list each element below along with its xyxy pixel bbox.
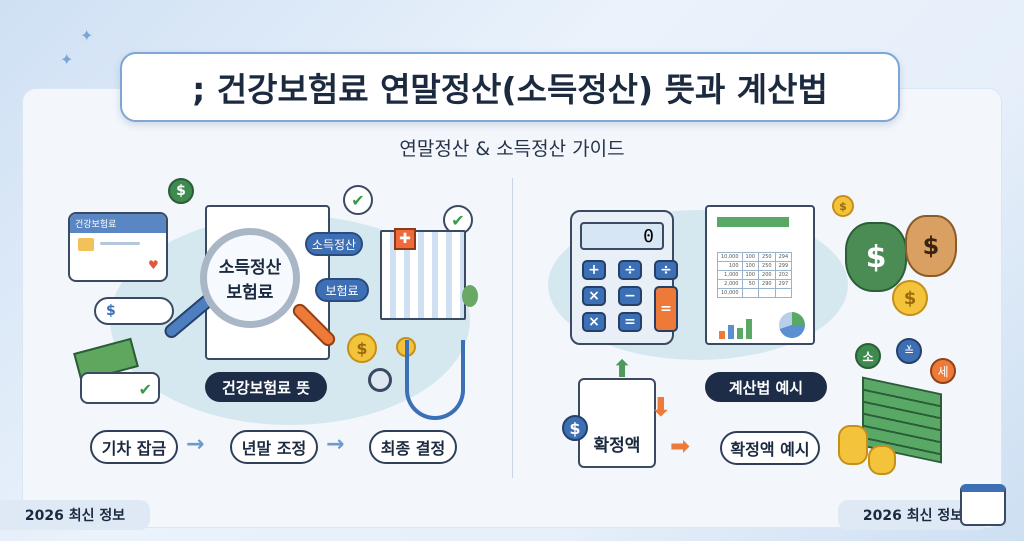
stethoscope-icon — [405, 340, 465, 420]
table-cell — [741, 288, 760, 298]
receipt-check-icon: ✔ — [80, 372, 160, 404]
heart-icon: ♥ — [148, 258, 159, 272]
arrow-down-icon: ⬇ — [650, 393, 672, 423]
confirmed-amount-example: 확정액 예시 — [720, 431, 820, 465]
table-cell: 50 — [741, 279, 760, 289]
tax-bubble: 소 — [855, 343, 881, 369]
calc-key: + — [582, 260, 606, 280]
calc-key-equals: = — [654, 286, 678, 332]
table-row: 10,000 — [717, 288, 793, 298]
info-badge: 2026 최신 정보 — [0, 500, 150, 530]
magnifier-text: 소득정산 — [218, 258, 282, 278]
coin-stack-icon — [868, 445, 896, 475]
sparkle-icon: ✦ — [80, 26, 94, 45]
calculator-display: 0 — [580, 222, 664, 250]
table-cell: 1,000 — [717, 270, 743, 280]
sheet-header — [717, 217, 789, 227]
table-cell: 100 — [717, 261, 743, 271]
scroll-document: 확정액 — [578, 378, 656, 468]
table-cell: 200 — [758, 270, 776, 280]
table-cell: 10,000 — [717, 252, 743, 262]
meaning-label: 건강보험료 뜻 — [205, 372, 327, 402]
payment-bubble: $ — [94, 297, 174, 325]
calc-key: = — [618, 312, 642, 332]
magnifier-text: 보험료 — [226, 283, 274, 303]
calculator-icon: 0 + ÷ ÷ × − = × = — [570, 210, 678, 345]
calculation-label: 계산법 예시 — [705, 372, 827, 402]
table-cell: 100 — [741, 261, 760, 271]
table-cell: 297 — [774, 279, 793, 289]
hospital-icon — [380, 230, 466, 320]
table-cell: 10,000 — [717, 288, 743, 298]
magnifier-icon: 소득정산 보험료 — [200, 228, 300, 328]
table-cell — [758, 288, 776, 298]
dollar-coin-icon: $ — [168, 178, 194, 204]
calc-key: − — [618, 286, 642, 306]
speech-bubble: 보험료 — [315, 278, 369, 302]
money-bag-icon: $ — [905, 215, 957, 277]
table-cell: 294 — [774, 252, 793, 262]
tax-bubble: ≚ — [896, 338, 922, 364]
coin-icon: $ — [347, 333, 377, 363]
insurance-card: 건강보험료 ♥ — [68, 212, 168, 282]
table-cell: 250 — [758, 252, 776, 262]
step-2: 년말 조정 — [230, 430, 318, 464]
medical-cross-icon: ✚ — [394, 228, 416, 250]
step-1: 기차 잡금 — [90, 430, 178, 464]
table-cell — [774, 288, 793, 298]
arrow-right-icon: → — [326, 432, 345, 457]
bar-chart-icon — [719, 317, 752, 339]
check-icon: ✔ — [343, 185, 373, 215]
dollar-coin-icon: $ — [562, 415, 588, 441]
calc-key: × — [582, 286, 606, 306]
coin-icon: $ — [832, 195, 854, 217]
tax-bubble: 세 — [930, 358, 956, 384]
page-subtitle: 연말정산 & 소득정산 가이드 — [399, 138, 625, 160]
calc-key: ÷ — [618, 260, 642, 280]
table-cell: 290 — [758, 279, 776, 289]
arrow-right-icon: → — [186, 432, 205, 457]
divider — [512, 178, 513, 478]
calc-key: ÷ — [654, 260, 678, 280]
calendar-icon — [960, 484, 1006, 526]
coin-stack-icon — [838, 425, 868, 465]
arrow-right-icon: ➡ — [670, 432, 691, 460]
coin-icon: $ — [892, 280, 928, 316]
card-label: 건강보험료 — [70, 214, 166, 233]
table-cell: 2,000 — [717, 279, 743, 289]
page-title: ; 건강보험료 연말정산(소득정산) 뜻과 계산법 — [120, 52, 900, 122]
table-cell: 250 — [758, 261, 776, 271]
sparkle-icon: ✦ — [60, 50, 74, 69]
dollar-icon: $ — [106, 303, 116, 319]
table-cell: 299 — [774, 261, 793, 271]
table-cell: 100 — [741, 252, 760, 262]
money-bag-icon: $ — [845, 222, 907, 292]
tree-icon — [462, 285, 478, 307]
step-3: 최종 결정 — [369, 430, 457, 464]
calc-key: × — [582, 312, 606, 332]
table-cell: 100 — [741, 270, 760, 280]
chip-icon — [78, 238, 94, 251]
table-cell: 202 — [774, 270, 793, 280]
arrow-up-icon: ⬆ — [612, 355, 633, 383]
speech-bubble: 소득정산 — [305, 232, 363, 256]
stethoscope-chestpiece — [368, 368, 392, 392]
pie-chart-icon — [779, 312, 805, 338]
